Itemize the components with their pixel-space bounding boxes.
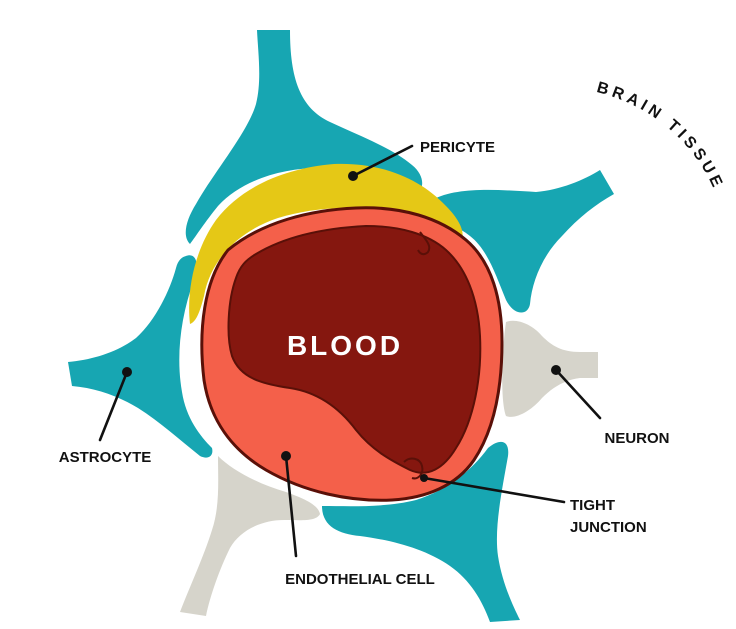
- endothelial-label: ENDOTHELIAL CELL: [285, 571, 435, 588]
- blood-label: BLOOD: [287, 330, 403, 361]
- astrocyte-label: ASTROCYTE: [59, 449, 152, 466]
- brain-tissue-label: BRAIN TISSUE: [595, 79, 727, 193]
- astrocyte-process-left: [68, 255, 212, 457]
- neuron-dot: [551, 365, 561, 375]
- endothelial-dot: [281, 451, 291, 461]
- neuron-label: NEURON: [604, 430, 669, 447]
- brain-tissue-text: BRAIN TISSUE: [595, 79, 727, 193]
- astrocyte-dot: [122, 367, 132, 377]
- tight-junction-label-line2: JUNCTION: [570, 519, 647, 536]
- pericyte-dot: [348, 171, 358, 181]
- tight-junction-dot: [420, 474, 428, 482]
- tight-junction-label-line1: TIGHT: [570, 497, 615, 514]
- neuron-right: [502, 321, 598, 417]
- pericyte-label: PERICYTE: [420, 139, 495, 156]
